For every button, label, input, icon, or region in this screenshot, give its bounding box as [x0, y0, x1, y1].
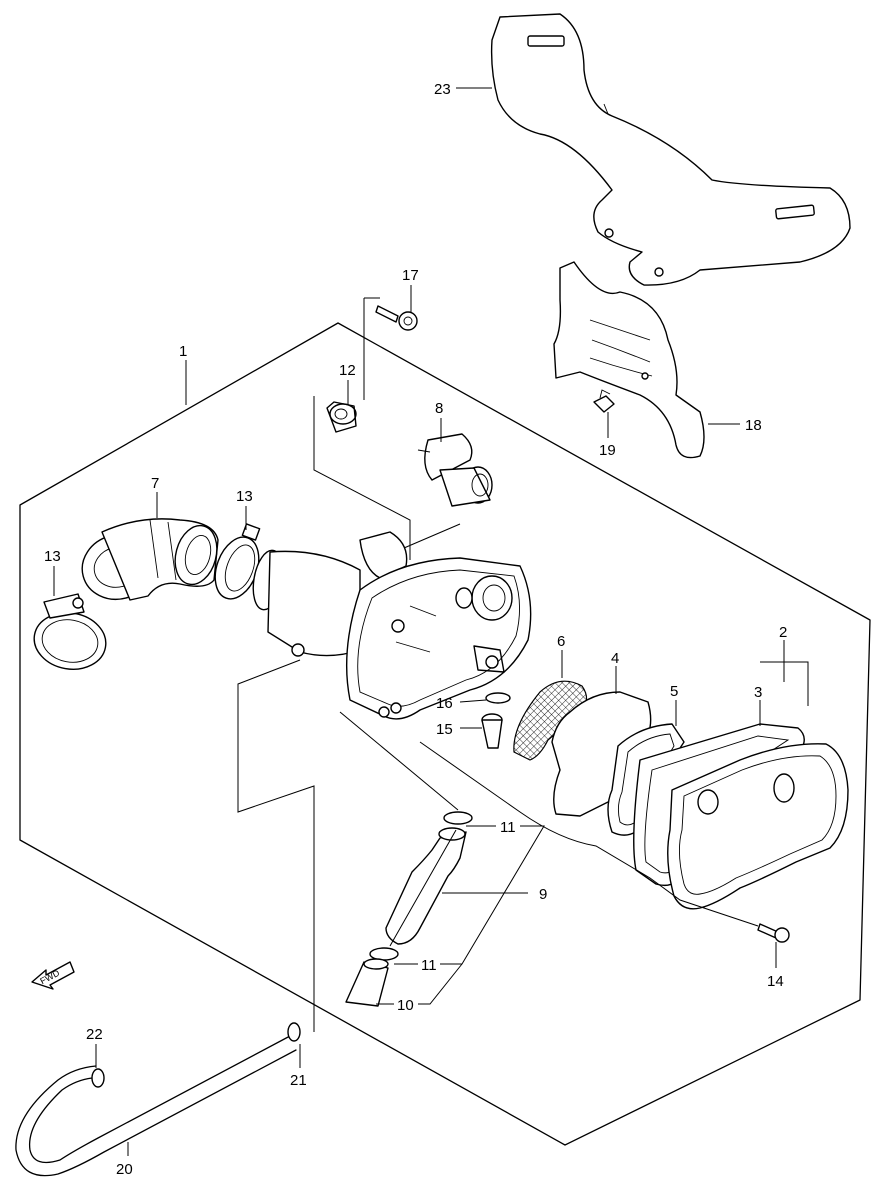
callout-11-upper: 11 — [500, 819, 516, 836]
callout-2: 2 — [779, 624, 787, 641]
part-11-clip-lower — [369, 947, 399, 961]
part-13-clamp-right — [214, 523, 261, 600]
callout-13-right: 13 — [236, 488, 253, 505]
callout-7: 7 — [151, 475, 159, 492]
part-6-screen — [513, 680, 588, 761]
callout-15: 15 — [436, 721, 453, 738]
assembly-outline — [19, 322, 871, 1146]
callout-17: 17 — [402, 267, 419, 284]
callout-9: 9 — [539, 886, 547, 903]
callout-12: 12 — [339, 362, 356, 379]
part-13-clamp-left — [33, 593, 107, 670]
part-22-hose-clip — [91, 1068, 105, 1088]
part-20-hose — [15, 1035, 297, 1177]
part-18-cover — [553, 261, 705, 459]
callout-3: 3 — [754, 684, 762, 701]
part-21-hose-clip — [287, 1022, 301, 1042]
callout-11-lower: 11 — [421, 957, 437, 974]
assembly-guide-lines — [237, 297, 759, 1032]
callout-8: 8 — [435, 400, 443, 417]
callout-20: 20 — [116, 1161, 133, 1178]
part-14-screw — [757, 923, 790, 943]
intake-duct — [252, 531, 408, 657]
callout-1: 1 — [179, 343, 187, 360]
part-12-grommet — [326, 401, 357, 433]
leader-lines — [53, 87, 809, 1156]
callout-13-left: 13 — [44, 548, 61, 565]
callout-4: 4 — [611, 650, 619, 667]
callout-23: 23 — [434, 81, 451, 98]
callout-19: 19 — [599, 442, 616, 459]
callout-labels: 1 2 3 4 5 6 7 8 9 10 11 11 12 13 13 14 1… — [44, 81, 787, 1178]
part-23-bracket — [490, 13, 851, 286]
callout-5: 5 — [670, 683, 678, 700]
callout-14: 14 — [767, 973, 784, 990]
part-9-drain-tube — [385, 827, 467, 945]
callout-22: 22 — [86, 1026, 103, 1043]
part-1-case — [345, 557, 532, 720]
part-10-cap — [345, 958, 389, 1007]
part-15-plug — [481, 713, 503, 749]
part-16-o-ring — [485, 692, 511, 704]
callout-16: 16 — [436, 695, 453, 712]
callout-10: 10 — [397, 997, 414, 1014]
callout-6: 6 — [557, 633, 565, 650]
part-8-connector — [424, 433, 493, 507]
callout-18: 18 — [745, 417, 762, 434]
part-19-clip — [593, 389, 615, 413]
part-17-bolt — [375, 305, 418, 331]
callout-21: 21 — [290, 1072, 307, 1089]
fwd-arrow: FWD — [31, 961, 75, 990]
part-7-intake-boot — [81, 518, 219, 601]
part-11-clip-upper — [443, 811, 473, 825]
